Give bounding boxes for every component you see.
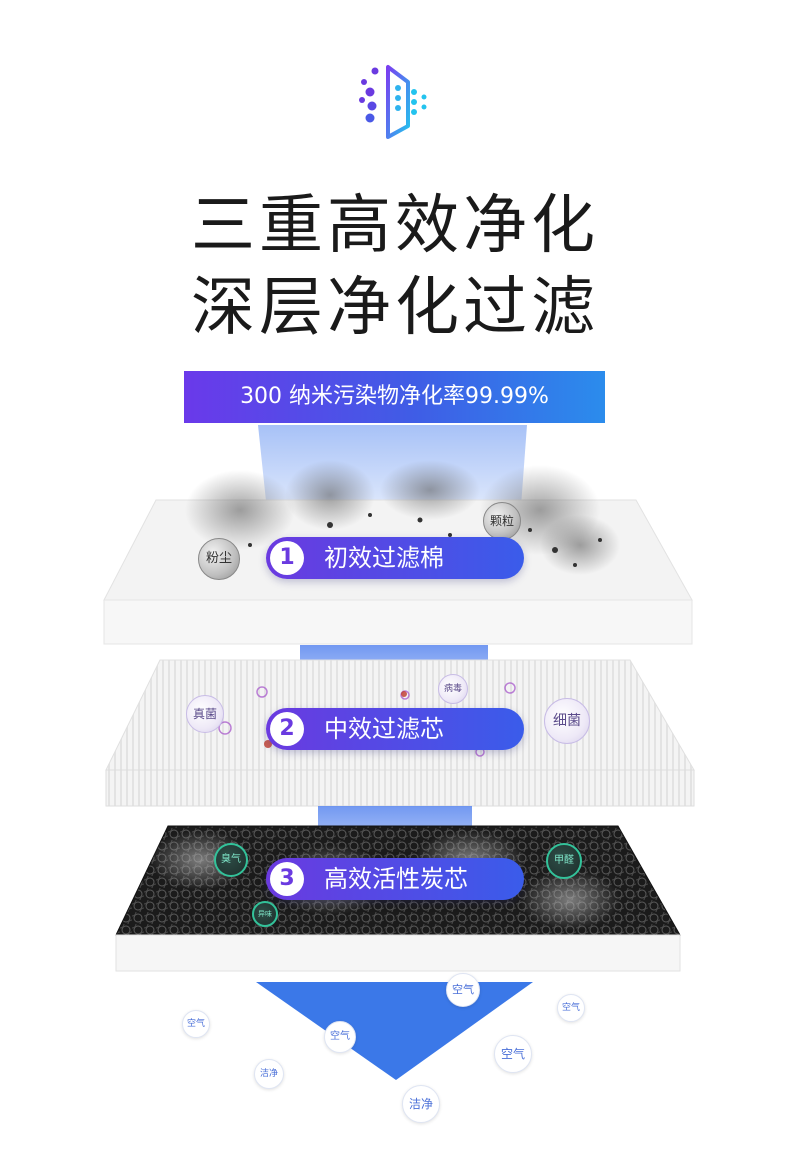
- downward-flow-arrow: [256, 982, 533, 1080]
- layer-1-label: 1 初效过滤棉: [266, 537, 524, 579]
- particle-bubble-formaldehyde: 甲醛: [546, 843, 582, 879]
- clean-air-bubble: 空气: [446, 973, 480, 1007]
- layer-2-number: 2: [270, 712, 304, 746]
- particle-bubble-dust: 粉尘: [198, 538, 240, 580]
- clean-air-bubble: 空气: [182, 1010, 210, 1038]
- layer-1-side: [103, 599, 693, 645]
- layer-3-side: [115, 934, 681, 972]
- layer-2-name: 中效过滤芯: [324, 715, 444, 743]
- purification-rate-banner: 300 纳米污染物净化率99.99%: [184, 371, 605, 423]
- clean-air-bubble: 空气: [324, 1021, 356, 1053]
- particle-bubble-fungus: 真菌: [186, 695, 224, 733]
- layer-1-name: 初效过滤棉: [324, 544, 444, 572]
- layer-3-name: 高效活性炭芯: [324, 865, 468, 893]
- clean-air-bubble: 洁净: [402, 1085, 440, 1123]
- layer-1-number: 1: [270, 541, 304, 575]
- clean-air-bubble: 空气: [494, 1035, 532, 1073]
- particle-bubble-smell: 异味: [252, 901, 278, 927]
- layer-2-label: 2 中效过滤芯: [266, 708, 524, 750]
- headline-line-1: 三重高效净化: [191, 189, 599, 263]
- particle-bubble-particle: 颗粒: [483, 502, 521, 540]
- headline-line-2: 深层净化过滤: [191, 271, 599, 345]
- particle-bubble-virus: 病毒: [438, 674, 468, 704]
- particle-bubble-odor: 臭气: [214, 843, 248, 877]
- layer-2-side: [105, 769, 695, 807]
- clean-air-bubble: 空气: [557, 994, 585, 1022]
- layer-3-number: 3: [270, 862, 304, 896]
- layer-3-label: 3 高效活性炭芯: [266, 858, 524, 900]
- filter-layers-illustration: [103, 425, 695, 1080]
- particle-bubble-bacteria: 细菌: [544, 698, 590, 744]
- purification-filter-icon: [359, 65, 427, 139]
- clean-air-bubble: 洁净: [254, 1059, 284, 1089]
